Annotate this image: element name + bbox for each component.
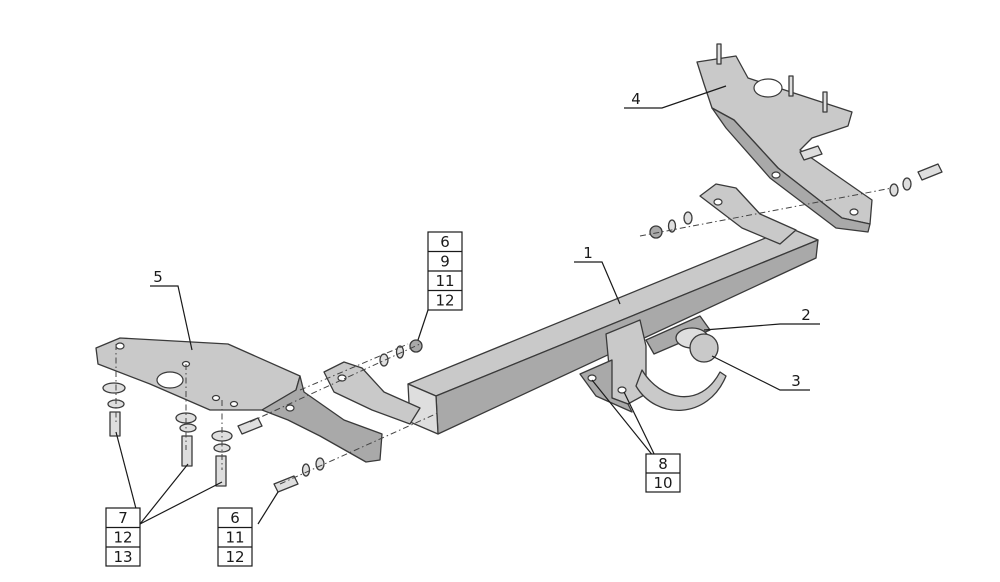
right-axis-washers <box>649 211 693 239</box>
callout-stack-hardware-top: 6 9 11 12 <box>427 231 463 311</box>
stack-bottom-item-1: 6 <box>230 509 240 527</box>
callout-stack-bottom-bolt: 6 11 12 <box>217 507 253 567</box>
part-3-tow-ball <box>689 333 719 363</box>
bottom-left-hardware <box>273 457 325 493</box>
stack-top-item-1: 6 <box>440 233 450 251</box>
stack-ball-item-2: 10 <box>653 474 672 492</box>
callout-1-number: 1 <box>583 244 593 262</box>
callout-5: 5 <box>153 268 163 286</box>
right-side-hardware <box>889 163 943 197</box>
stack-top-item-2: 9 <box>440 253 450 271</box>
right-bar-end-bracket <box>699 183 797 245</box>
stack-bottom-item-2: 11 <box>225 529 244 547</box>
callout-1: 1 <box>583 244 593 262</box>
callout-4-number: 4 <box>631 90 641 108</box>
stack-top-item-3: 11 <box>435 272 454 290</box>
stack-ball-item-1: 8 <box>658 455 668 473</box>
stack-left-item-1: 7 <box>118 509 128 527</box>
stack-left-item-2: 12 <box>113 529 132 547</box>
stack-left-item-3: 13 <box>113 548 132 566</box>
callout-2-number: 2 <box>801 306 811 324</box>
assembly-axis-lines <box>115 187 893 485</box>
callout-2: 2 <box>801 306 811 324</box>
callout-stack-ball-bolts: 8 10 <box>645 453 681 493</box>
callout-4: 4 <box>631 90 641 108</box>
part-5-left-mounting-plate <box>95 337 383 463</box>
callout-stack-left-bolts: 7 12 13 <box>105 507 141 567</box>
callout-3-number: 3 <box>791 372 801 390</box>
part-4-right-mounting-plate <box>696 43 873 233</box>
callout-5-number: 5 <box>153 268 163 286</box>
stack-bottom-item-3: 12 <box>225 548 244 566</box>
stack-top-item-4: 12 <box>435 292 454 310</box>
part-ball-mount-bracket <box>579 315 727 413</box>
callout-3: 3 <box>791 372 801 390</box>
left-bar-end-bracket <box>323 361 421 425</box>
